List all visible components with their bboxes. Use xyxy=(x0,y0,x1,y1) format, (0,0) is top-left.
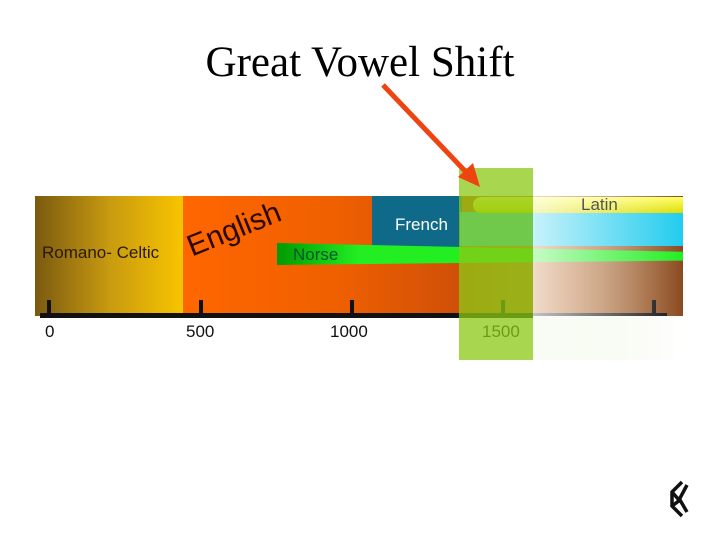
romano-celtic-label: Romano- Celtic xyxy=(42,243,160,262)
romano-celtic-band xyxy=(35,196,183,316)
french-label: French xyxy=(395,215,448,234)
tick-0 xyxy=(47,300,51,316)
tick-1000 xyxy=(350,300,354,316)
french-band xyxy=(372,196,462,252)
fade-region xyxy=(533,168,683,360)
perthro-rune-icon xyxy=(670,480,689,518)
latin-label: Latin xyxy=(581,195,618,214)
norse-label: Norse xyxy=(293,245,339,264)
great-vowel-shift-highlight xyxy=(459,168,533,360)
tick-label-1000: 1000 xyxy=(330,322,368,341)
tick-500 xyxy=(199,300,203,316)
slide-title: Great Vowel Shift xyxy=(205,39,515,86)
tick-label-0: 0 xyxy=(45,322,55,341)
tick-label-500: 500 xyxy=(186,322,215,341)
